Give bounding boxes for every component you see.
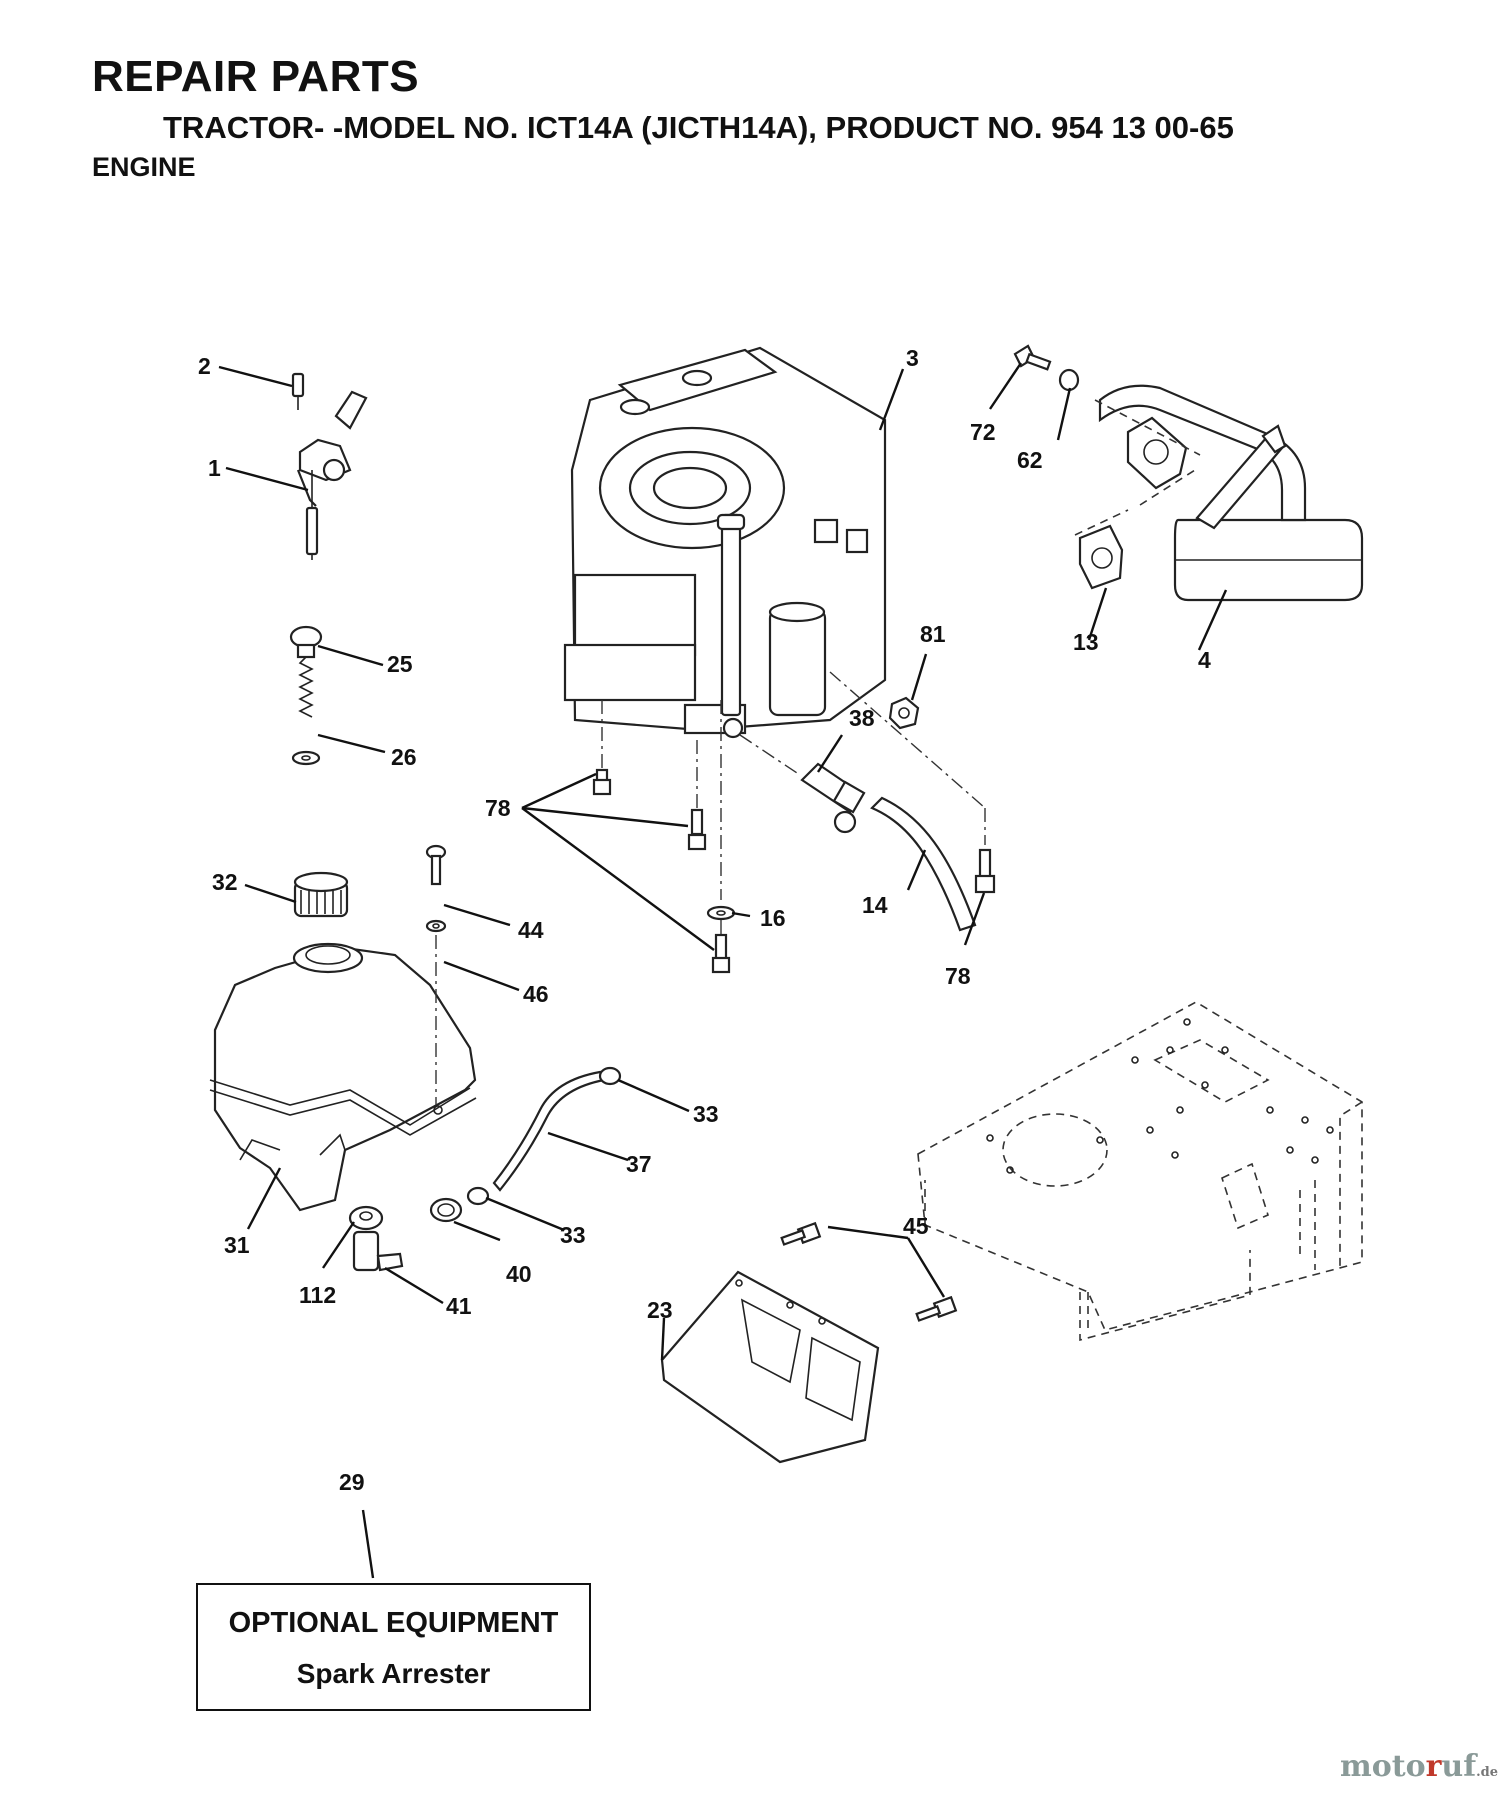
callout-78: 78 — [485, 795, 511, 821]
callout-14: 14 — [862, 892, 888, 918]
callout-41: 41 — [446, 1293, 472, 1319]
fuel-outlet-fitting-part — [348, 1205, 404, 1272]
throttle-control-part — [291, 372, 368, 560]
watermark-tld: .de — [1476, 1765, 1498, 1780]
dipstick-tube-part — [716, 513, 746, 717]
fuel-cap-part — [293, 871, 349, 918]
callout-62: 62 — [1017, 447, 1043, 473]
fuel-line-part — [492, 1070, 606, 1192]
optional-equipment-title: OPTIONAL EQUIPMENT — [228, 1607, 559, 1639]
callout-44: 44 — [518, 917, 544, 943]
callout-29: 29 — [339, 1469, 365, 1495]
callout-81: 81 — [920, 621, 946, 647]
callout-112: 112 — [299, 1282, 336, 1308]
optional-equipment-box: OPTIONAL EQUIPMENT Spark Arrester — [196, 1583, 591, 1711]
exhaust-bolt-part — [1013, 344, 1080, 392]
fuel-tank-part — [209, 942, 477, 1212]
exhaust-gasket-part — [1078, 524, 1124, 590]
callout-25: 25 — [387, 651, 413, 677]
choke-knob-part — [289, 625, 323, 766]
callout-31: 31 — [224, 1232, 250, 1258]
callout-38: 38 — [849, 705, 875, 731]
callout-leader-lines — [218, 362, 1228, 1579]
muffler-part — [1098, 384, 1364, 602]
watermark-brand-end: uf — [1441, 1749, 1477, 1784]
callout-labels: 2 1 3 72 62 13 4 25 26 81 38 78 14 16 78… — [198, 345, 1211, 1495]
callout-46: 46 — [523, 981, 549, 1007]
callout-3: 3 — [906, 345, 919, 371]
watermark-brand-accent: r — [1425, 1749, 1442, 1784]
watermark-brand-start: moto — [1339, 1749, 1426, 1784]
callout-33-upper: 33 — [693, 1101, 719, 1127]
watermark-logo: motoruf.de — [1340, 1749, 1498, 1784]
page-title: REPAIR PARTS — [92, 52, 420, 101]
model-subtitle: TRACTOR- -MODEL NO. ICT14A (JICTH14A), P… — [163, 110, 1234, 145]
callout-16: 16 — [760, 905, 786, 931]
optional-equipment-item: Spark Arrester — [296, 1658, 491, 1689]
callout-40: 40 — [506, 1261, 532, 1287]
tractor-frame-reference — [917, 1001, 1363, 1342]
callout-78-lower: 78 — [945, 963, 971, 989]
callout-23: 23 — [647, 1297, 673, 1323]
section-heading: ENGINE — [92, 152, 196, 182]
callout-33-lower: 33 — [560, 1222, 586, 1248]
callout-13: 13 — [1073, 629, 1099, 655]
heat-shield-part — [660, 1270, 880, 1464]
fuel-hose-part — [870, 796, 977, 932]
callout-37: 37 — [626, 1151, 652, 1177]
hex-nut-part — [888, 696, 920, 730]
hose-clamp-part — [429, 1066, 622, 1223]
lock-washer-part — [706, 905, 736, 921]
callout-1: 1 — [208, 455, 221, 481]
tank-screw-part — [425, 844, 447, 933]
callout-26: 26 — [391, 744, 417, 770]
callout-45: 45 — [903, 1213, 929, 1239]
callout-2: 2 — [198, 353, 211, 379]
callout-32: 32 — [212, 869, 238, 895]
callout-4: 4 — [1198, 647, 1211, 673]
shield-bolt-part — [780, 1221, 958, 1322]
mounting-bolt-part — [592, 768, 996, 974]
fuel-shutoff-valve-part — [800, 762, 866, 834]
callout-72: 72 — [970, 419, 996, 445]
